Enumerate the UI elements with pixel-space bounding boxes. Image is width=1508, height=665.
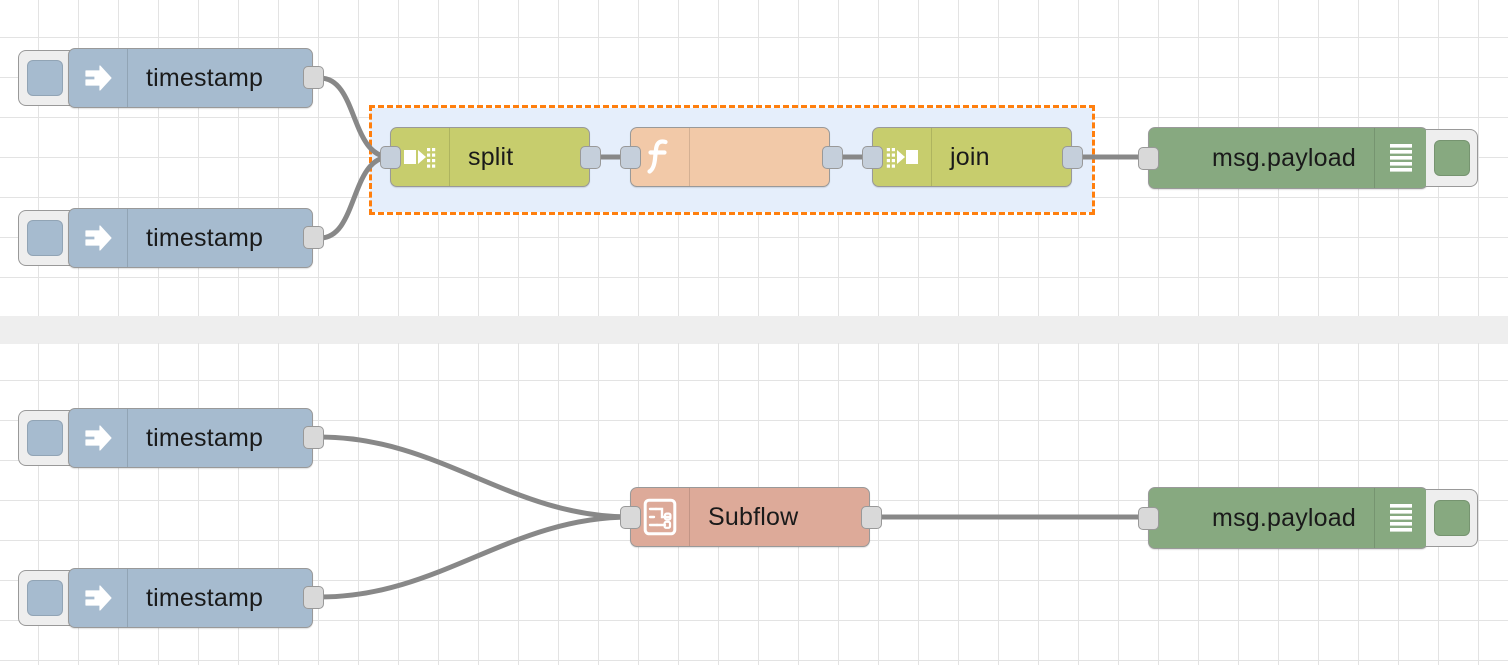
debug-toggle-button-2[interactable] [1426, 489, 1478, 547]
node-split[interactable]: split [390, 127, 590, 187]
inject-button-3[interactable] [18, 410, 70, 466]
inject-button-1[interactable] [18, 50, 70, 106]
port-input-subflow[interactable] [620, 506, 641, 529]
inject-arrow-icon [69, 409, 128, 467]
node-subflow[interactable]: Subflow [630, 487, 870, 547]
port-input-debug-2[interactable] [1138, 507, 1159, 530]
inject-arrow-icon [69, 209, 128, 267]
node-join-label: join [950, 142, 990, 171]
port-output-inject-4[interactable] [303, 586, 324, 609]
port-input-join[interactable] [862, 146, 883, 169]
debug-toggle-knob [1433, 140, 1470, 176]
port-output-join[interactable] [1062, 146, 1083, 169]
inject-button-2[interactable] [18, 210, 70, 266]
inject-button-knob [26, 60, 63, 96]
port-output-inject-2[interactable] [303, 226, 324, 249]
node-debug-2[interactable]: msg.payload [1148, 487, 1428, 549]
port-input-debug-1[interactable] [1138, 147, 1159, 170]
node-function[interactable] [630, 127, 830, 187]
node-function-label [690, 128, 829, 186]
node-inject-2-label: timestamp [146, 223, 264, 252]
node-join[interactable]: join [872, 127, 1072, 187]
debug-toggle-button-1[interactable] [1426, 129, 1478, 187]
node-inject-4[interactable]: timestamp [68, 568, 313, 628]
debug-toggle-knob [1433, 500, 1470, 536]
node-inject-3[interactable]: timestamp [68, 408, 313, 468]
node-debug-2-label: msg.payload [1212, 503, 1356, 532]
port-output-split[interactable] [580, 146, 601, 169]
debug-lines-icon [1374, 128, 1427, 188]
node-debug-1[interactable]: msg.payload [1148, 127, 1428, 189]
inject-arrow-icon [69, 49, 128, 107]
node-inject-1-label: timestamp [146, 63, 264, 92]
node-split-label: split [468, 142, 514, 171]
inject-button-knob [26, 220, 63, 256]
debug-lines-icon [1374, 488, 1427, 548]
flow-separator-band [0, 316, 1508, 344]
port-output-function[interactable] [822, 146, 843, 169]
inject-button-knob [26, 580, 63, 616]
node-inject-2[interactable]: timestamp [68, 208, 313, 268]
port-input-function[interactable] [620, 146, 641, 169]
node-subflow-label: Subflow [708, 502, 799, 531]
node-inject-1[interactable]: timestamp [68, 48, 313, 108]
join-icon [873, 128, 932, 186]
node-inject-4-label: timestamp [146, 583, 264, 612]
port-output-inject-1[interactable] [303, 66, 324, 89]
subflow-icon [631, 488, 690, 546]
node-inject-3-label: timestamp [146, 423, 264, 452]
port-input-split[interactable] [380, 146, 401, 169]
inject-button-4[interactable] [18, 570, 70, 626]
node-debug-1-label: msg.payload [1212, 143, 1356, 172]
function-f-icon [631, 128, 690, 186]
port-output-subflow[interactable] [861, 506, 882, 529]
inject-arrow-icon [69, 569, 128, 627]
inject-button-knob [26, 420, 63, 456]
split-icon [391, 128, 450, 186]
port-output-inject-3[interactable] [303, 426, 324, 449]
